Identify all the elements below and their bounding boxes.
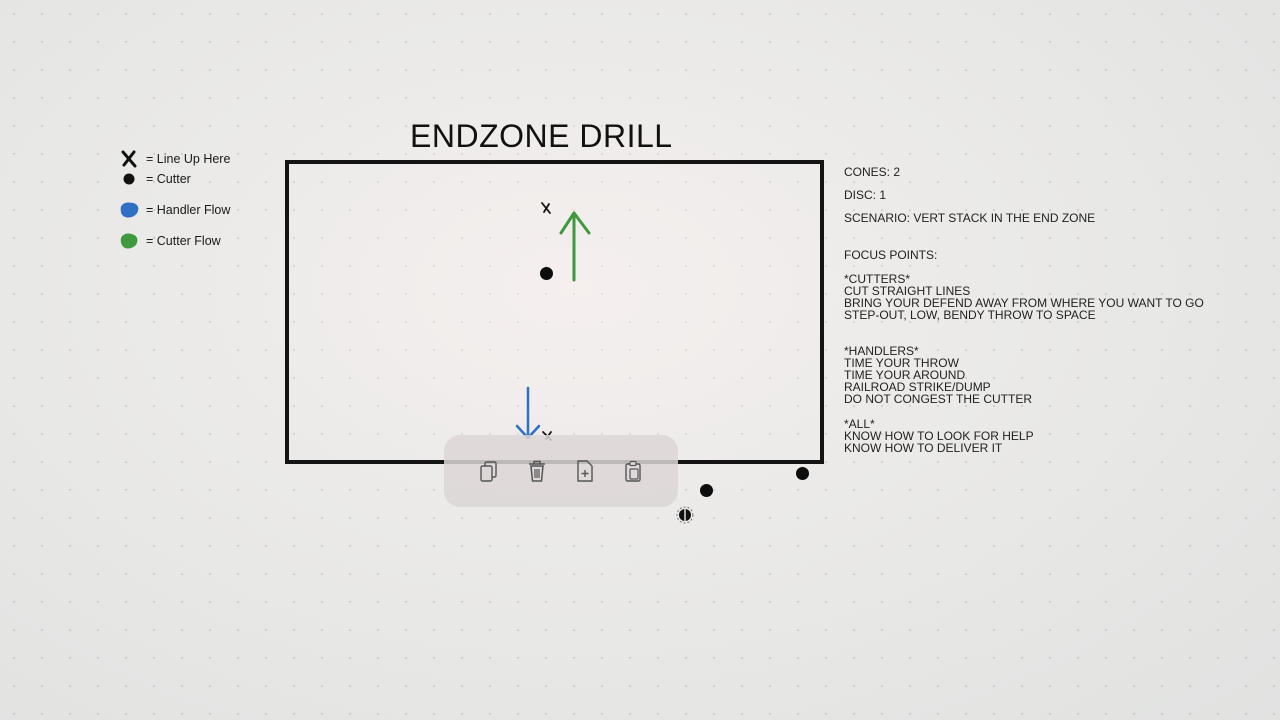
paste-icon[interactable] [620,458,646,484]
cutter-flow-arrow[interactable] [559,211,591,282]
cutters-point: STEP-OUT, LOW, BENDY THROW TO SPACE [844,308,1096,322]
cutters-point: BRING YOUR DEFEND AWAY FROM WHERE YOU WA… [844,296,1204,310]
cutters-point: CUT STRAIGHT LINES [844,284,971,298]
handler-flow-swatch-icon [118,199,140,221]
cutter-flow-swatch-icon [118,230,140,252]
legend-item-line-up: = Line Up Here [118,148,230,170]
legend-item-cutter: = Cutter [118,168,191,190]
all-point: KNOW HOW TO DELIVER IT [844,441,1003,455]
all-point: KNOW HOW TO LOOK FOR HELP [844,429,1034,443]
handler-flow-arrow[interactable] [515,386,541,440]
focus-heading: FOCUS POINTS: [844,248,938,262]
delete-icon[interactable] [524,458,550,484]
x-marker-icon[interactable] [541,202,551,214]
all-heading: *ALL* [844,417,875,431]
handlers-point: RAILROAD STRIKE/DUMP [844,380,991,394]
duplicate-icon[interactable] [572,458,598,484]
cutters-heading: *CUTTERS* [844,272,911,286]
disc-with-cursor-icon[interactable] [676,506,694,524]
cutter-dot[interactable] [540,267,553,280]
legend-label: = Cutter Flow [146,234,221,248]
cutter-dot-icon [118,168,140,190]
copy-icon[interactable] [476,458,502,484]
handlers-point: TIME YOUR THROW [844,356,959,370]
handlers-point: TIME YOUR AROUND [844,368,966,382]
selection-toolbar [444,435,678,507]
disc-count: DISC: 1 [844,188,887,202]
handlers-heading: *HANDLERS* [844,344,919,358]
scenario-text: SCENARIO: VERT STACK IN THE END ZONE [844,211,1096,225]
legend-item-cutter-flow: = Cutter Flow [118,230,221,252]
legend-item-handler-flow: = Handler Flow [118,199,230,221]
cutter-dot[interactable] [796,467,809,480]
cones-count: CONES: 2 [844,165,901,179]
legend-label: = Line Up Here [146,152,231,166]
x-marker-icon [118,148,140,170]
handlers-point: DO NOT CONGEST THE CUTTER [844,392,1033,406]
legend-label: = Handler Flow [146,203,231,217]
page-title: ENDZONE DRILL [410,118,673,154]
legend-label: = Cutter [146,172,191,186]
cutter-dot[interactable] [700,484,713,497]
